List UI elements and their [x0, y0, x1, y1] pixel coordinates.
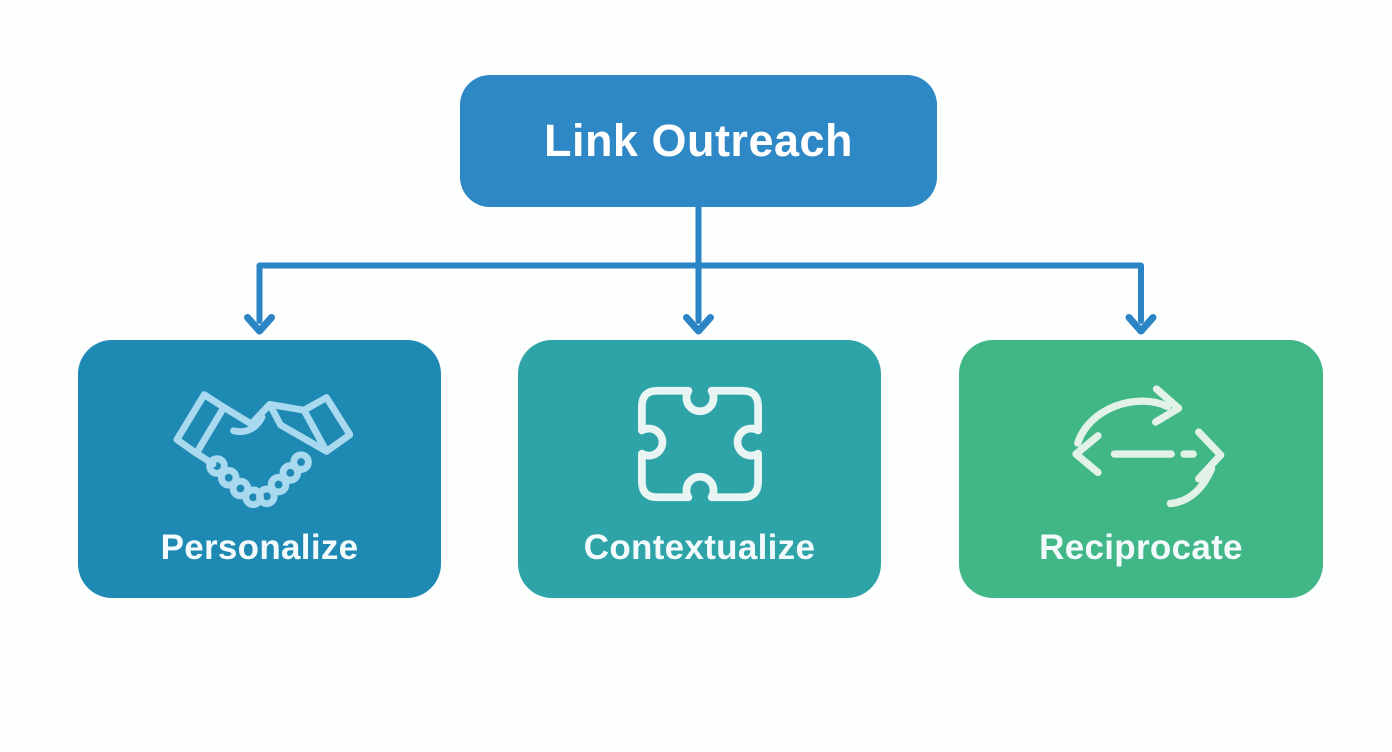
- node-personalize-label: Personalize: [160, 528, 359, 567]
- arrowhead-left-icon: [244, 314, 275, 335]
- node-contextualize-label: Contextualize: [583, 528, 816, 567]
- node-contextualize: Contextualize: [518, 340, 881, 598]
- arrowhead-center-icon: [683, 314, 714, 335]
- exchange-arrows-icon: [959, 372, 1323, 516]
- node-reciprocate: Reciprocate: [959, 340, 1323, 598]
- node-personalize: Personalize: [78, 340, 441, 598]
- root-node-label: Link Outreach: [543, 115, 854, 166]
- puzzle-piece-icon: [518, 372, 881, 516]
- node-reciprocate-label: Reciprocate: [1039, 528, 1243, 567]
- connector-lines: [244, 204, 1157, 335]
- connector-branch-bar: [256, 262, 1144, 324]
- handshake-icon: [78, 372, 441, 516]
- node-link-outreach: Link Outreach: [460, 75, 937, 207]
- arrowhead-right-icon: [1125, 314, 1157, 335]
